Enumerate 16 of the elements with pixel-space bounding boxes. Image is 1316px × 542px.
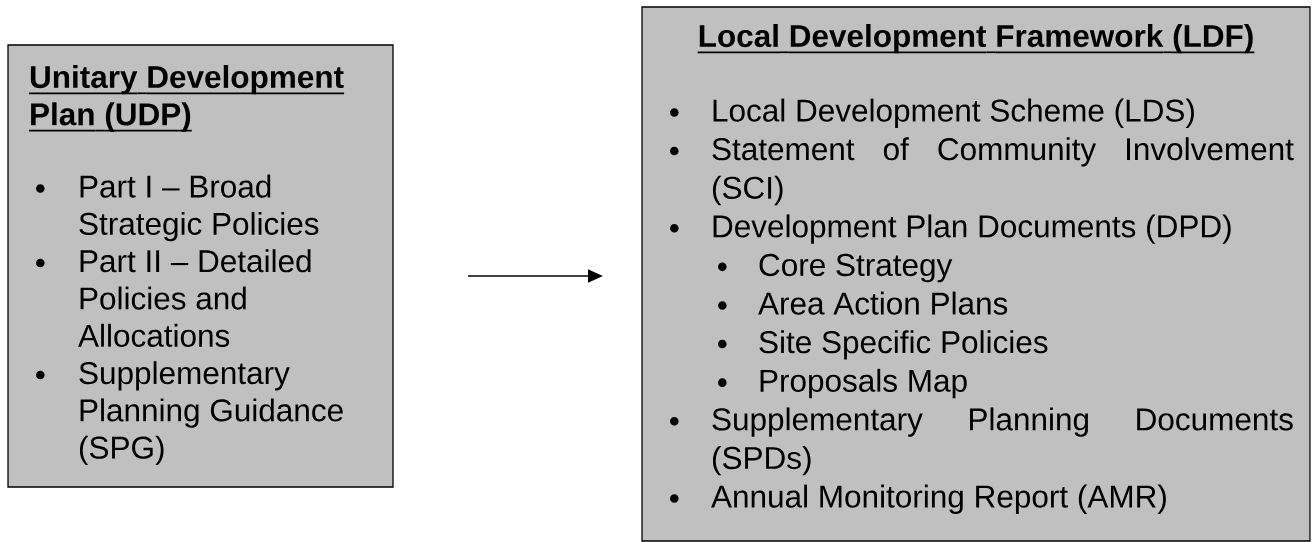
- list-item: Part II – Detailed Policies and Allocations: [78, 249, 311, 347]
- list-item: Area Action Plans: [758, 291, 1008, 315]
- list-item: Annual Monitoring Report (AMR): [711, 484, 1166, 514]
- list-item: Proposals Map: [760, 368, 967, 399]
- heading: Unitary Development Plan (UDP): [28, 65, 345, 132]
- list-item: Development Plan Documents (DPD): [713, 214, 1231, 244]
- list-item: Core Strategy: [759, 253, 953, 283]
- list-item: Statement of Community Involvement (SCI): [712, 137, 1294, 206]
- list-item: Supplementary Planning Documents (SPDs): [712, 407, 1293, 476]
- list-item: Local Development Scheme (LDS): [713, 98, 1194, 128]
- heading: Local Development Framework (LDF): [696, 24, 1256, 54]
- panel-box: [7, 44, 394, 488]
- panel-box: [641, 6, 1311, 542]
- list-item: Part I – Broad Strategic Policies: [79, 174, 319, 242]
- list-item: Site Specific Policies: [759, 330, 1048, 360]
- list-item: Supplementary Planning Guidance (SPG): [79, 361, 343, 466]
